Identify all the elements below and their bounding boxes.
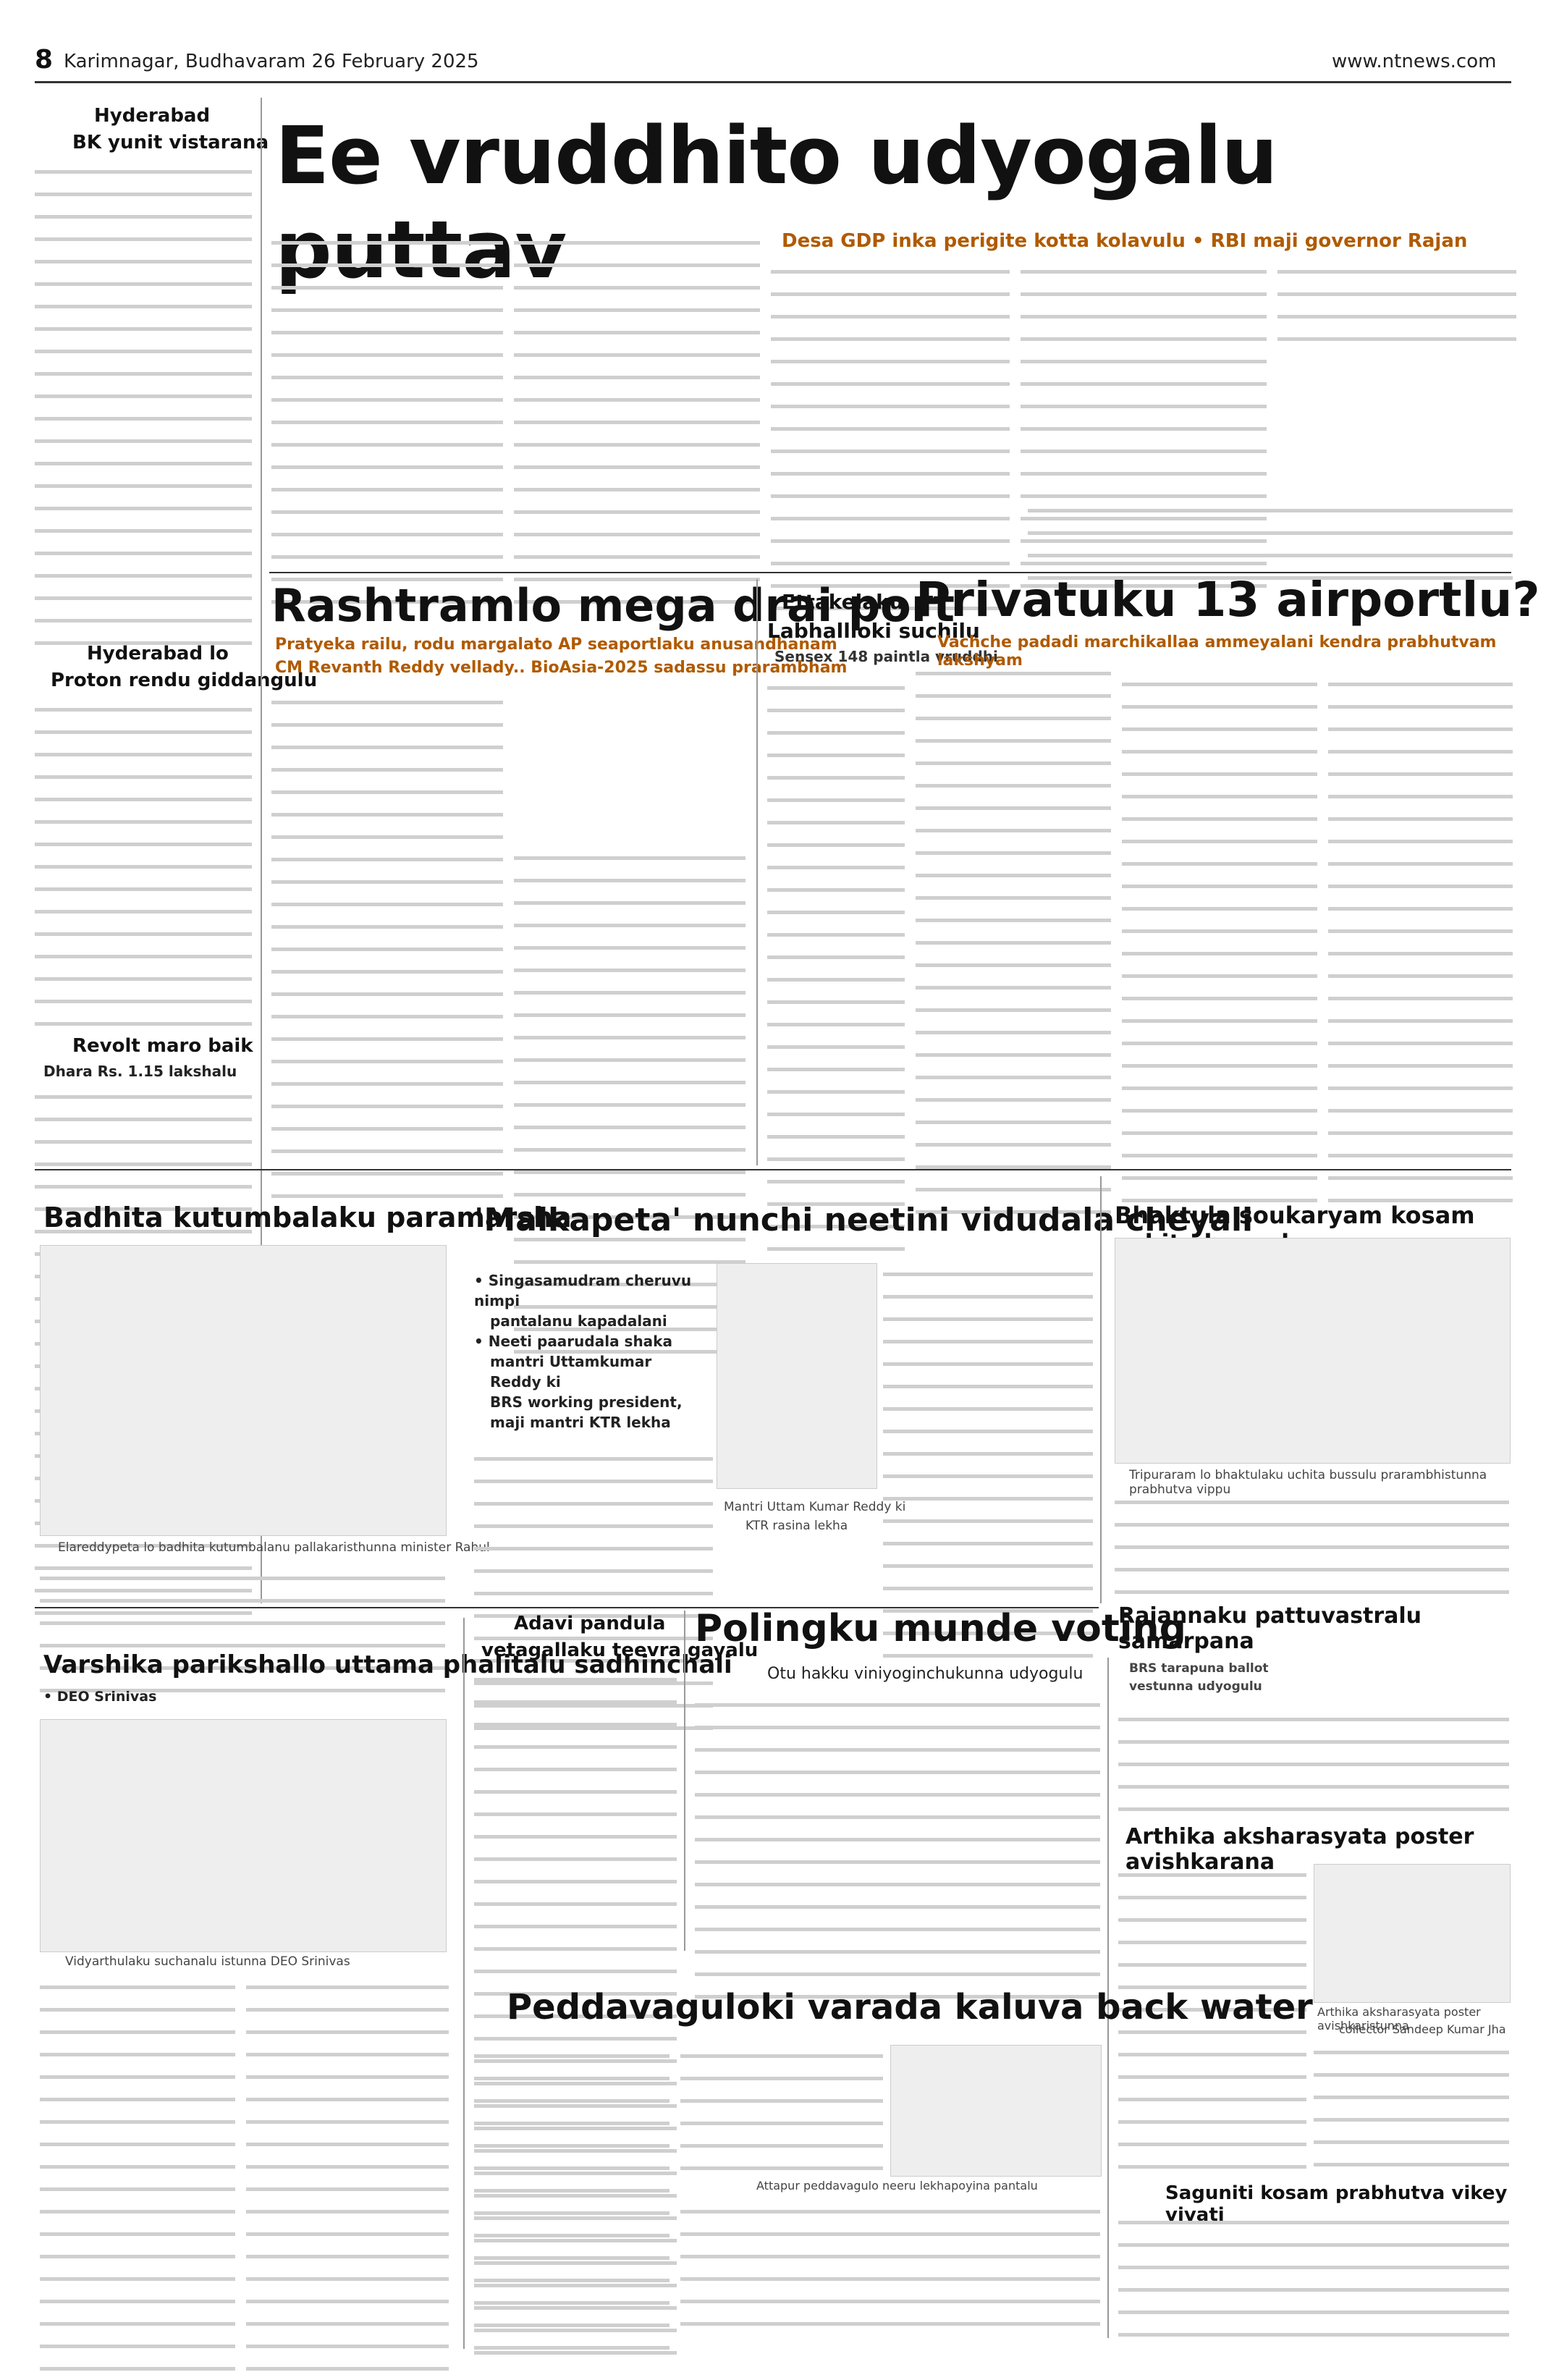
airport-col1 bbox=[916, 662, 1111, 1223]
akshara-photo bbox=[1314, 1864, 1511, 2003]
left-story2-body bbox=[35, 699, 252, 1035]
varshika-divider bbox=[463, 1618, 465, 2349]
peddavagu-caption: Attapur peddavagulo neeru lekhapoyina pa… bbox=[756, 2179, 1038, 2193]
polling-divider bbox=[1107, 1658, 1109, 2338]
badhita-photo bbox=[40, 1245, 447, 1536]
sensex-body bbox=[767, 677, 905, 1260]
akshara-caption1: Arthika aksharasyata poster avishkaristu… bbox=[1317, 2005, 1481, 2033]
rajannaku-headline: Rajannaku pattuvastralu samarpana bbox=[1118, 1603, 1422, 1654]
airport-col2 bbox=[1122, 673, 1317, 1212]
dry-port-sub2: CM Revanth Reddy vellady.. BioAsia-2025 … bbox=[275, 659, 848, 677]
left-story2-title: Hyderabad lo bbox=[87, 643, 229, 664]
badhita-caption: Elareddypeta lo badhita kutumbalanu pall… bbox=[58, 1540, 490, 1555]
main-story-col5 bbox=[1277, 261, 1516, 350]
main-story-col5b bbox=[1028, 499, 1513, 589]
dry-port-headline: Rashtramlo mega drai port bbox=[271, 579, 955, 632]
upper-section-rule bbox=[35, 1169, 1511, 1170]
malkapet-photo bbox=[717, 1263, 877, 1489]
varshika-photo bbox=[40, 1719, 447, 1952]
malkapet-divider bbox=[1100, 1176, 1102, 1603]
adavi-headline1: Adavi pandula bbox=[514, 1613, 666, 1634]
left-story2-sub: Proton rendu giddangulu bbox=[51, 670, 318, 691]
left-story3-title: Revolt maro baik bbox=[72, 1035, 253, 1057]
akshara-col1 bbox=[1118, 1864, 1306, 2178]
site-url: www.ntnews.com bbox=[1332, 51, 1497, 72]
bhaktula-photo bbox=[1115, 1238, 1511, 1464]
left-story1-body bbox=[35, 161, 252, 654]
badhita-headline: Badhita kutumbalaku paramarsha bbox=[43, 1202, 572, 1233]
main-story-col2 bbox=[514, 232, 760, 613]
malkapet-bullets: • Singasamudram cheruvu nimpi pantalanu … bbox=[474, 1270, 706, 1432]
main-story-bottom-rule bbox=[269, 572, 1511, 573]
varshika-col1 bbox=[40, 1976, 235, 2380]
dry-port-col1 bbox=[271, 691, 503, 1207]
polling-caption1: BRS tarapuna ballot bbox=[1129, 1661, 1269, 1676]
airport-headline: Privatuku 13 airportlu? bbox=[916, 572, 1540, 628]
bullet-item: mantri Uttamkumar Reddy ki bbox=[490, 1353, 652, 1391]
adavi-divider bbox=[684, 1611, 685, 1951]
varshika-col2 bbox=[246, 1976, 449, 2380]
bullet-item: maji mantri KTR lekha bbox=[490, 1414, 671, 1431]
bullet-item: pantalanu kapadalani bbox=[490, 1312, 667, 1330]
polling-caption2: vestunna udyogulu bbox=[1129, 1679, 1262, 1694]
left-story1-title: Hyderabad bbox=[94, 105, 211, 127]
airport-col3 bbox=[1328, 673, 1513, 1212]
polling-sub: Otu hakku viniyoginchukunna udyogulu bbox=[767, 1665, 1084, 1683]
varshika-caption: Vidyarthulaku suchanalu istunna DEO Srin… bbox=[65, 1954, 350, 1969]
polling-right-body bbox=[1118, 1708, 1509, 1820]
page-number: 8 bbox=[35, 45, 54, 75]
left-column-divider bbox=[261, 98, 262, 1603]
polling-headline: Polingku munde voting bbox=[695, 1607, 1186, 1650]
sagunity-body bbox=[1118, 2211, 1509, 2346]
dateline: Karimnagar, Budhavaram 26 February 2025 bbox=[64, 51, 479, 72]
malkapet-caption1: Mantri Uttam Kumar Reddy ki bbox=[724, 1500, 906, 1514]
sensex-headline1: Ettakelaku bbox=[782, 590, 904, 614]
dry-port-divider bbox=[756, 579, 758, 1165]
bullet-item: • Singasamudram cheruvu nimpi bbox=[474, 1272, 692, 1309]
badhita-body bbox=[40, 1567, 445, 1702]
malkapet-col2 bbox=[883, 1263, 1093, 1667]
adavi-headline2: vetagallaku teevra gayalu bbox=[481, 1640, 759, 1661]
main-story-col1 bbox=[271, 232, 503, 613]
peddavagu-col1 bbox=[474, 2045, 669, 2359]
sensex-headline2: Labhallloki suchilu bbox=[767, 619, 980, 643]
peddavagu-col2 bbox=[680, 2045, 883, 2179]
dry-port-sub1: Pratyeka railu, rodu margalato AP seapor… bbox=[275, 636, 837, 654]
polling-body bbox=[695, 1694, 1100, 2008]
peddavagu-photo bbox=[890, 2045, 1102, 2177]
bhaktula-body bbox=[1115, 1491, 1509, 1603]
bullet-item: • Neeti paarudala shaka bbox=[474, 1333, 672, 1350]
left-story3-price: Dhara Rs. 1.15 lakshalu bbox=[43, 1063, 237, 1080]
main-story-col3 bbox=[771, 261, 1010, 620]
malkapet-caption2: KTR rasina lekha bbox=[745, 1519, 848, 1533]
malkapet-headline: 'Malkapeta' nunchi neetini vidudala chey… bbox=[474, 1202, 1254, 1238]
akshara-caption2: collector Sandeep Kumar Jha bbox=[1339, 2022, 1506, 2036]
mid-section-rule bbox=[35, 1607, 1099, 1608]
main-subheadline: Desa GDP inka perigite kotta kolavulu • … bbox=[782, 230, 1468, 252]
masthead-rule bbox=[35, 81, 1511, 83]
peddavagu-col3 bbox=[680, 2200, 1100, 2335]
bullet-item: BRS working president, bbox=[490, 1393, 683, 1411]
akshara-col2 bbox=[1314, 2041, 1509, 2176]
peddavagu-headline: Peddavaguloki varada kaluva back water bbox=[507, 1987, 1313, 2027]
left-story1-sub: BK yunit vistarana bbox=[72, 132, 269, 153]
varshika-byline: • DEO Srinivas bbox=[43, 1689, 157, 1705]
dry-port-col2 bbox=[514, 847, 745, 1363]
